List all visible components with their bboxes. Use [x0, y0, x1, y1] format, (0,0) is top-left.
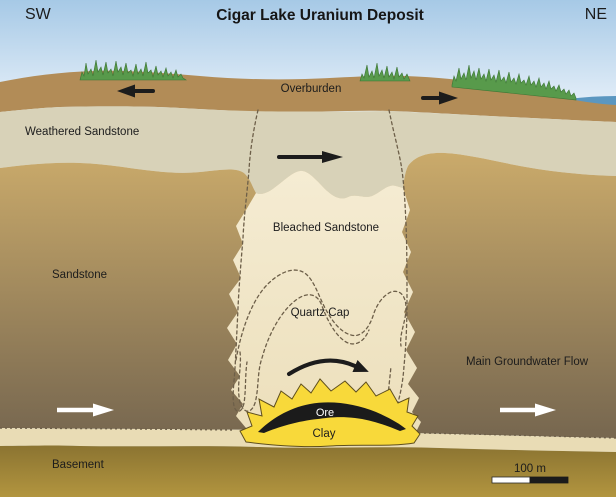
label-main-groundwater-flow: Main Groundwater Flow — [466, 356, 589, 368]
surface-flow-arrows — [117, 84, 458, 376]
label-overburden: Overburden — [281, 83, 342, 95]
bleached-sandstone-column — [227, 170, 421, 435]
compass-sw: SW — [25, 6, 52, 23]
label-ore: Ore — [316, 407, 334, 419]
groundwater-arrow-left-head — [93, 403, 114, 417]
label-basement: Basement — [52, 459, 105, 471]
label-bleached-sandstone: Bleached Sandstone — [273, 222, 379, 234]
quartz-cap-outline-inner — [237, 294, 370, 412]
tree-cluster-left — [79, 59, 187, 81]
scale-bar-black-segment — [529, 476, 569, 484]
weathered-flow-arrow-head — [322, 151, 343, 163]
diagram-title: Cigar Lake Uranium Deposit — [216, 7, 424, 24]
tree-cluster-right — [451, 64, 577, 101]
quartz-cap-outline-outer — [235, 269, 407, 361]
groundwater-arrow-right-head — [535, 403, 556, 417]
label-sandstone: Sandstone — [52, 269, 107, 281]
unconformity-line-right — [423, 432, 616, 439]
weathered-sandstone-layer — [0, 106, 616, 199]
ore-zone-flow-arrow — [287, 358, 357, 376]
scale-bar-label: 100 m — [514, 463, 546, 475]
ore-zone-flow-arrow-head — [352, 360, 369, 372]
label-quartz-cap: Quartz Cap — [291, 307, 350, 319]
scale-bar: 100 m — [491, 463, 569, 484]
unconformity-line — [0, 427, 616, 439]
overburden-flow-arrow-right-head — [439, 91, 458, 105]
label-clay: Clay — [312, 428, 335, 440]
ore-body — [258, 402, 406, 433]
scale-bar-white-segment — [491, 476, 531, 484]
tree-cluster-middle — [359, 62, 411, 82]
overburden-flow-arrow-left-head — [117, 84, 135, 98]
groundwater-arrows — [57, 403, 556, 417]
label-weathered-sandstone: Weathered Sandstone — [25, 126, 139, 138]
trees — [79, 59, 577, 101]
basement-layer — [0, 445, 616, 497]
compass-ne: NE — [585, 6, 607, 23]
alteration-halo-left — [232, 109, 259, 412]
